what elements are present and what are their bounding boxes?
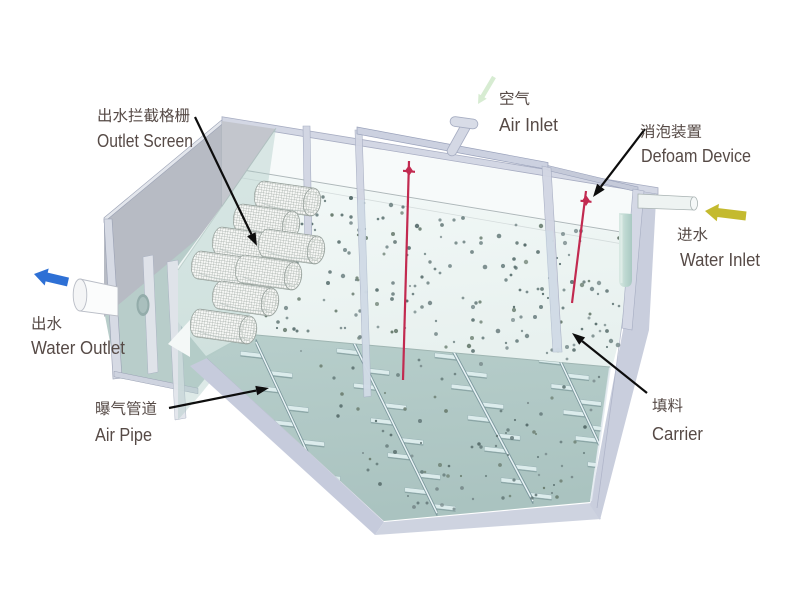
svg-text:Carrier: Carrier	[652, 424, 703, 444]
svg-text:Defoam Device: Defoam Device	[641, 146, 751, 166]
svg-text:Water Outlet: Water Outlet	[31, 338, 125, 358]
svg-text:Air Inlet: Air Inlet	[499, 115, 558, 135]
svg-text:Water Inlet: Water Inlet	[680, 250, 760, 270]
svg-text:Outlet Screen: Outlet Screen	[97, 131, 193, 151]
svg-text:Air Pipe: Air Pipe	[95, 425, 152, 445]
